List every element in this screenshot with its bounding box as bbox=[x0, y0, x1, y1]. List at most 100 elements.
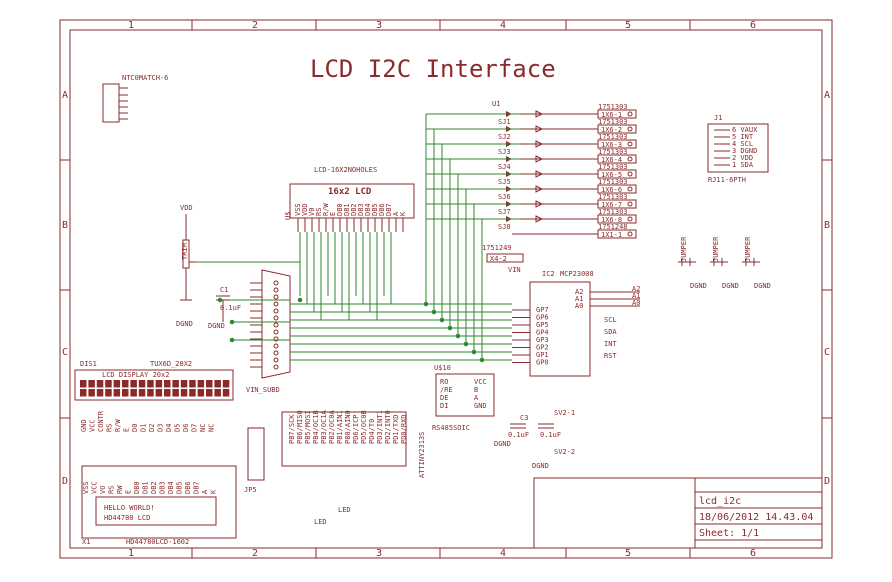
ic2-pin-label: GP7 bbox=[536, 306, 549, 314]
svg-text:HELLO WORLD!: HELLO WORLD! bbox=[104, 504, 155, 512]
lcd-header-pin-label: E bbox=[329, 212, 337, 216]
connector-part: 1751303 bbox=[598, 178, 628, 186]
solder-jumpers: U1 SJ11X6-11751303SJ21X6-21751303SJ31X6-… bbox=[492, 100, 637, 239]
col-label-4: 4 bbox=[500, 20, 506, 31]
svg-text:X4-2: X4-2 bbox=[490, 255, 507, 263]
row-label-c: C bbox=[62, 347, 68, 358]
x1-pin-label: DB3 bbox=[159, 481, 167, 494]
lcd-header-pin-label: RS bbox=[315, 208, 323, 216]
svg-text:SV2-2: SV2-2 bbox=[554, 448, 575, 456]
ic2-net-label: A0 bbox=[632, 299, 640, 307]
solder-jumper-label: SJ8 bbox=[498, 223, 511, 231]
ntc-connector: NTC0MATCH-6 bbox=[102, 74, 168, 123]
subd-pin-hole bbox=[273, 336, 279, 342]
x1-pin-label: DB6 bbox=[184, 481, 192, 494]
attiny-pin-label: PD1/TXD bbox=[392, 414, 400, 444]
lcd-header-pin-label: K bbox=[399, 211, 407, 216]
ic2-pin-label: A0 bbox=[575, 302, 583, 310]
lcd-char-cell bbox=[180, 380, 188, 388]
x1-pin-label: DB2 bbox=[150, 481, 158, 494]
svg-text:0.1uF: 0.1uF bbox=[540, 431, 561, 439]
subd-pin-hole bbox=[273, 287, 279, 293]
lcd-char-cell bbox=[222, 380, 230, 388]
svg-text:1751249: 1751249 bbox=[482, 244, 512, 252]
lcd-display-pin-label: D7 bbox=[191, 424, 199, 432]
subd-pin-hole bbox=[273, 301, 279, 307]
lcd-display-pin-label: D6 bbox=[182, 424, 190, 432]
x1-pin-label: RW bbox=[116, 485, 124, 494]
connector-label: 1X1-1 bbox=[601, 231, 622, 239]
svg-text:16x2 LCD: 16x2 LCD bbox=[328, 187, 372, 197]
j1-pin-label: 2 VDD bbox=[732, 154, 753, 162]
lcd-char-cell bbox=[80, 389, 87, 397]
svg-text:LED: LED bbox=[314, 518, 327, 526]
connector-pad bbox=[627, 201, 633, 207]
lcd-display-pin-label: CONTR bbox=[97, 410, 105, 432]
col-label-2: 2 bbox=[252, 20, 258, 31]
lcd-char-cell bbox=[206, 380, 213, 388]
ic2-pin-label: GP4 bbox=[536, 329, 549, 337]
ic2-pin-label: GP5 bbox=[536, 321, 549, 329]
col-label-6: 6 bbox=[750, 20, 756, 31]
connector-pad bbox=[627, 231, 633, 237]
svg-text:TUX6D_20X2: TUX6D_20X2 bbox=[150, 360, 192, 368]
subd-pin-hole bbox=[273, 308, 279, 314]
u10-pin-label: VCC bbox=[474, 378, 487, 386]
svg-text:VIN_SUBD: VIN_SUBD bbox=[246, 386, 280, 394]
svg-text:SV2-1: SV2-1 bbox=[554, 409, 575, 417]
subd-pin-hole bbox=[273, 329, 279, 335]
vin-subd-connector: VIN_SUBD bbox=[246, 269, 291, 394]
row-label-b-r: B bbox=[824, 220, 830, 231]
lcd-char-cell bbox=[197, 389, 205, 397]
lcd-display-pin-label: D5 bbox=[174, 424, 182, 432]
u10-pin-label: B bbox=[474, 386, 478, 394]
connector-box bbox=[597, 154, 637, 164]
lcd-char-cell bbox=[96, 380, 104, 388]
connector-part: 1751303 bbox=[598, 208, 628, 216]
subd-pin-hole bbox=[273, 364, 279, 370]
lcd-display-pin-label: VCC bbox=[89, 419, 97, 432]
connector-part: 1751303 bbox=[598, 133, 628, 141]
lcd-header-pin-label: A bbox=[392, 211, 400, 216]
svg-text:RS485SOIC: RS485SOIC bbox=[432, 424, 470, 432]
svg-text:LCD-16X2NOHOLES: LCD-16X2NOHOLES bbox=[314, 166, 377, 174]
lcd-char-cell bbox=[206, 389, 213, 397]
ic2-net-label: SCL bbox=[604, 316, 617, 324]
ic2-net-label: INT bbox=[604, 340, 617, 348]
connector-part: 1751303 bbox=[598, 163, 628, 171]
lcd-header-pin-label: DB7 bbox=[385, 203, 393, 216]
attiny-pin-label: PB7/SCK bbox=[288, 414, 296, 444]
col-label-5b: 5 bbox=[625, 548, 631, 559]
jumper-gnd: DGND bbox=[754, 282, 771, 290]
lcd-header-pin-label: DB1 bbox=[343, 203, 351, 216]
ic2-pin-label: GP1 bbox=[536, 351, 549, 359]
connector-part: 1751303 bbox=[598, 103, 628, 111]
connector-pad bbox=[627, 216, 633, 222]
lcd-char-cell bbox=[105, 389, 112, 397]
ic2-net-label: A2 bbox=[632, 285, 640, 293]
decoupling-caps: C3 0.1uF 0.1uF DGND DGND SV2-1 SV2-2 bbox=[494, 409, 575, 470]
connector-label: 1X6-5 bbox=[601, 171, 622, 179]
svg-text:0.1uF: 0.1uF bbox=[220, 304, 241, 312]
lcd-display-pin-label: D2 bbox=[148, 424, 156, 432]
lcd-char-cell bbox=[88, 380, 95, 388]
lcd-char-cell bbox=[222, 389, 230, 397]
net-wires bbox=[196, 113, 520, 363]
col-label-3: 3 bbox=[376, 20, 382, 31]
lcd-char-cell bbox=[164, 380, 171, 388]
subd-pin-hole bbox=[273, 357, 279, 363]
solder-jumper-label: SJ6 bbox=[498, 193, 511, 201]
lcd-char-cell bbox=[214, 389, 221, 397]
solder-jumper-label: SJ2 bbox=[498, 133, 511, 141]
svg-text:NTC0MATCH-6: NTC0MATCH-6 bbox=[122, 74, 168, 82]
svg-text:U1: U1 bbox=[492, 100, 500, 108]
x1-pin-label: DB7 bbox=[193, 481, 201, 494]
ic2-pin-label: GP2 bbox=[536, 344, 549, 352]
x1-pin-label: A bbox=[201, 489, 209, 494]
svg-text:C3: C3 bbox=[520, 414, 528, 422]
attiny-pin-label: PD6/ICP bbox=[352, 414, 360, 444]
svg-text:DIS1: DIS1 bbox=[80, 360, 97, 368]
